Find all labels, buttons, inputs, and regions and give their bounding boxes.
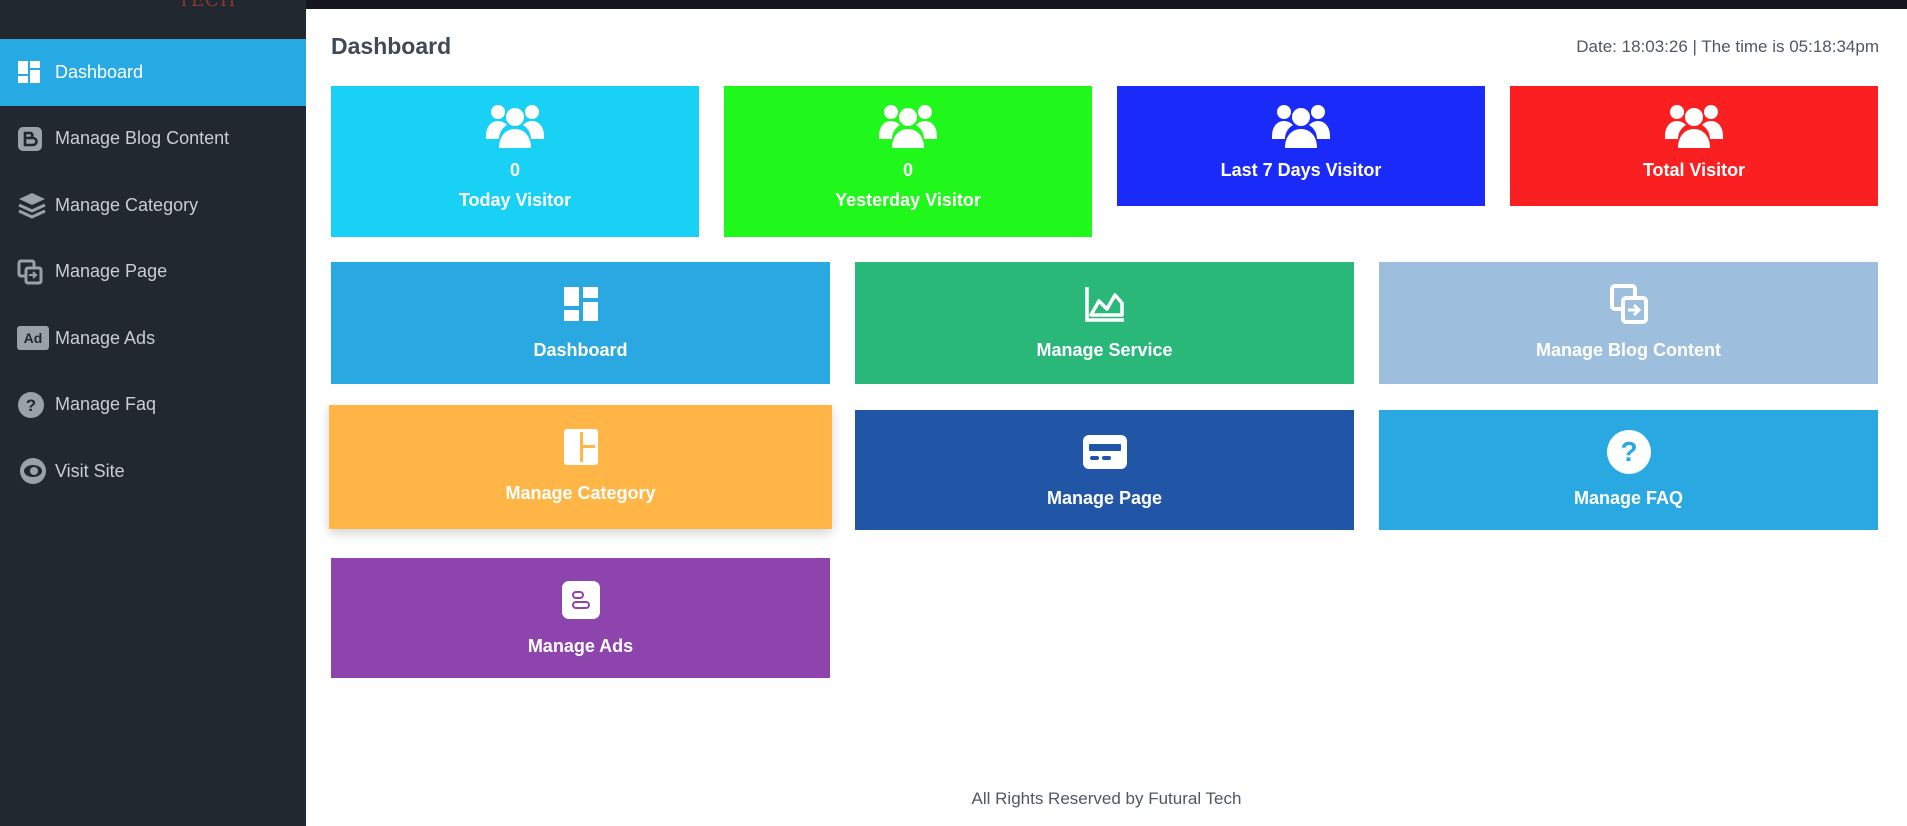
users-icon: [879, 100, 937, 152]
stat-count: 0: [509, 160, 520, 180]
tile-label: Manage Category: [505, 483, 656, 503]
sidebar-item-label: Visit Site: [55, 460, 125, 481]
sidebar-item-label: Manage Blog Content: [55, 128, 230, 149]
sidebar-item-dashboard[interactable]: Dashboard: [0, 39, 306, 106]
stat-card-total-visitor[interactable]: Total Visitor: [1510, 86, 1878, 206]
stat-count: 0: [902, 160, 913, 180]
stat-label: Today Visitor: [458, 190, 572, 210]
tile-manage-blog-content[interactable]: Manage Blog Content: [1379, 262, 1878, 384]
dashboard-icon: [563, 282, 599, 326]
sidebar-item-manage-ads[interactable]: Ad Manage Ads: [0, 305, 306, 372]
copy-icon: [1609, 282, 1649, 326]
svg-text:?: ?: [1620, 436, 1637, 467]
tile-label: Manage Page: [1046, 488, 1163, 508]
tile-manage-faq[interactable]: ? Manage FAQ: [1379, 410, 1878, 530]
sidebar-item-manage-blog-content[interactable]: Manage Blog Content: [0, 106, 306, 173]
sidebar-item-manage-faq[interactable]: ? Manage Faq: [0, 372, 306, 439]
users-icon: [1665, 100, 1723, 152]
svg-text:?: ?: [26, 396, 36, 415]
sidebar-item-label: Dashboard: [55, 61, 144, 82]
layers-icon: [17, 191, 51, 219]
tile-manage-category[interactable]: Manage Category: [329, 405, 832, 529]
sidebar-item-label: Manage Category: [55, 194, 199, 215]
question-icon: ?: [17, 391, 51, 419]
stat-card-last-7-days-visitor[interactable]: Last 7 Days Visitor: [1117, 86, 1485, 206]
copy-icon: [17, 258, 51, 286]
tile-dashboard[interactable]: Dashboard: [331, 262, 830, 384]
card-icon: [1082, 430, 1128, 474]
ad-icon: Ad: [17, 324, 51, 352]
sidebar-item-label: Manage Page: [55, 261, 168, 282]
tile-label: Dashboard: [533, 340, 628, 360]
stat-card-today-visitor[interactable]: 0 Today Visitor: [331, 86, 699, 237]
stat-label: Total Visitor: [1642, 160, 1746, 180]
footer-text: All Rights Reserved by Futural Tech: [971, 789, 1242, 808]
sidebar: TECH Dashboard Manage Blog Content Manag…: [0, 0, 306, 826]
tile-manage-service[interactable]: Manage Service: [855, 262, 1354, 384]
logo[interactable]: TECH: [178, 0, 238, 8]
sidebar-item-manage-page[interactable]: Manage Page: [0, 239, 306, 306]
question-icon: ?: [1606, 430, 1652, 474]
users-icon: [486, 100, 544, 152]
date-time-display: Date: 18:03:26 | The time is 05:18:34pm: [1576, 37, 1879, 56]
stat-label: Last 7 Days Visitor: [1220, 160, 1382, 180]
svg-text:Ad: Ad: [24, 330, 43, 346]
blogger-icon: [561, 578, 601, 622]
sidebar-item-label: Manage Ads: [55, 327, 156, 348]
sidebar-nav: Dashboard Manage Blog Content Manage Cat…: [0, 39, 306, 505]
eye-icon: [17, 457, 51, 485]
page-title: Dashboard: [331, 33, 452, 59]
columns-icon: [563, 425, 599, 469]
area-chart-icon: [1084, 282, 1126, 326]
sidebar-item-visit-site[interactable]: Visit Site: [0, 438, 306, 505]
dashboard-icon: [17, 58, 51, 86]
tile-label: Manage FAQ: [1573, 488, 1684, 508]
tile-manage-page[interactable]: Manage Page: [855, 410, 1354, 530]
tile-manage-ads[interactable]: Manage Ads: [331, 558, 830, 678]
tile-label: Manage Service: [1036, 340, 1173, 360]
stat-label: Yesterday Visitor: [835, 190, 981, 210]
stat-card-yesterday-visitor[interactable]: 0 Yesterday Visitor: [724, 86, 1092, 237]
users-icon: [1272, 100, 1330, 152]
tile-label: Manage Ads: [527, 636, 634, 656]
sidebar-item-manage-category[interactable]: Manage Category: [0, 172, 306, 239]
top-bar: [306, 0, 1907, 9]
tile-label: Manage Blog Content: [1536, 340, 1721, 360]
sidebar-item-label: Manage Faq: [55, 394, 157, 415]
blogger-icon: [17, 125, 51, 153]
